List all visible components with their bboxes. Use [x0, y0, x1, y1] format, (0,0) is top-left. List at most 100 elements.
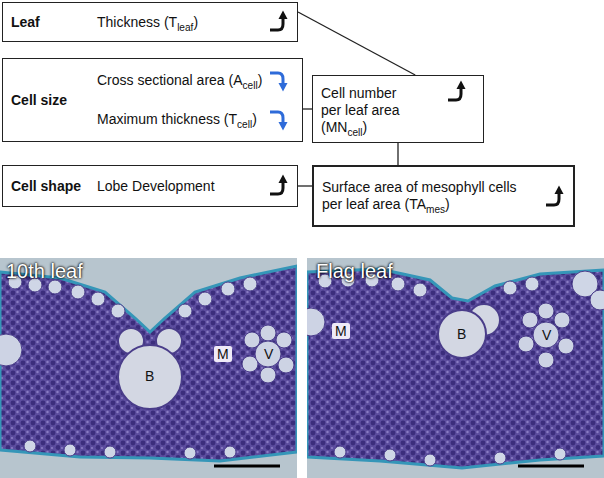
epidermal-cell	[178, 304, 192, 318]
box-text: Cross sectional area (Acell)	[97, 72, 262, 89]
scale-bar	[214, 465, 280, 468]
bulliform-cell	[438, 304, 500, 358]
vascular-bundle	[558, 338, 574, 354]
epidermal-cell	[48, 280, 62, 294]
tissue-label: M	[214, 346, 232, 362]
connector-line	[303, 108, 312, 109]
box-text: Thickness (Tleaf)	[97, 14, 198, 31]
decrease-arrowhead	[279, 122, 288, 131]
decrease-arrow	[270, 112, 283, 123]
vascular-bundle	[522, 312, 538, 328]
vascular-bundle	[538, 303, 554, 319]
panel-title: Flag leaf	[316, 260, 393, 282]
epidermal-cell	[221, 282, 235, 296]
vascular-bundle	[554, 312, 570, 328]
decrease-arrow	[270, 73, 283, 84]
factor-box: LeafThickness (Tleaf)	[2, 2, 298, 42]
connector-line	[397, 143, 398, 165]
tissue-label: V	[542, 327, 551, 343]
decrease-arrow	[270, 73, 283, 123]
epidermal-cell	[424, 454, 436, 466]
decrease-arrowhead	[279, 83, 288, 92]
vascular-bundle	[278, 357, 294, 373]
increase-arrowhead	[457, 81, 466, 90]
vascular-bundle	[518, 336, 534, 352]
vascular-bundle	[255, 341, 281, 367]
vascular-bundle	[307, 308, 325, 336]
vascular-bundle	[260, 325, 276, 341]
epidermal-cell	[64, 444, 76, 456]
box-text: Lobe Development	[97, 178, 215, 195]
micrograph-panel	[307, 258, 604, 478]
epidermal-cell	[384, 449, 396, 461]
tissue-label: M	[332, 323, 350, 339]
epidermal-cell	[525, 277, 539, 291]
increase-arrow	[546, 193, 559, 205]
box-heading: Cell shape	[11, 178, 97, 195]
micrograph-panel	[0, 258, 297, 478]
epidermal-cell	[413, 283, 427, 297]
epidermal-cell	[318, 271, 604, 466]
trend-arrows	[270, 11, 564, 206]
epidermal-cell	[391, 277, 405, 291]
increase-arrowhead	[555, 186, 564, 195]
tissue-label: B	[145, 368, 154, 384]
result-box: Cell number per leaf area (MNcell)	[312, 75, 484, 143]
epidermal-cell	[243, 277, 257, 291]
epidermal-cell	[198, 292, 212, 306]
box-heading: Cell size	[11, 92, 97, 109]
bulliform-cell	[438, 310, 486, 358]
box-body: Lobe Development	[97, 178, 215, 195]
vascular-bundle	[538, 352, 554, 368]
epidermal-cell	[494, 452, 506, 464]
epidermal-cell	[24, 440, 36, 452]
epidermal-cell	[224, 446, 236, 458]
vascular-bundle	[260, 367, 276, 383]
box-heading: Leaf	[11, 14, 97, 31]
scale-bar	[518, 465, 584, 468]
micrograph-panel	[307, 269, 604, 468]
epidermal-cell	[554, 448, 566, 460]
epidermal-cell	[503, 281, 517, 295]
box-text: Maximum thickness (Tcell)	[97, 111, 262, 128]
increase-arrow	[270, 18, 283, 30]
vascular-bundle	[533, 322, 559, 348]
micrograph-panel	[0, 266, 297, 461]
vascular-bundle	[0, 334, 22, 366]
factor-box: Cell shapeLobe Development	[2, 165, 298, 207]
tissue-label: V	[264, 346, 273, 362]
vascular-bundle	[307, 303, 574, 368]
panel-title: 10th leaf	[6, 260, 83, 282]
box-body: Cross sectional area (Acell) Maximum thic…	[97, 72, 262, 128]
outcome-box: Surface area of mesophyll cells per leaf…	[312, 165, 575, 227]
epidermal-cell	[8, 275, 257, 459]
micrograph-panel	[0, 258, 297, 478]
epidermal-cell	[104, 446, 116, 458]
box-body: Thickness (Tleaf)	[97, 14, 198, 31]
increase-arrow	[448, 88, 461, 100]
box-text: Cell number per leaf area (MNcell)	[321, 85, 473, 136]
decrease-arrowhead	[279, 83, 288, 131]
box-text: Surface area of mesophyll cells per leaf…	[322, 179, 529, 213]
epidermal-cell	[590, 290, 604, 310]
arrow-space	[411, 85, 473, 103]
epidermal-cell	[71, 285, 85, 299]
micrograph-panel	[307, 258, 604, 478]
connector-line	[298, 12, 415, 75]
increase-arrowhead	[279, 175, 288, 184]
epidermal-cell	[184, 447, 196, 459]
tissue-label: B	[457, 326, 466, 342]
increase-arrowhead	[279, 11, 288, 20]
epidermal-cell	[91, 292, 105, 306]
factor-box: Cell sizeCross sectional area (Acell) Max…	[2, 58, 303, 142]
box-body: Surface area of mesophyll cells per leaf…	[322, 179, 529, 213]
bulliform-cell	[118, 345, 182, 409]
epidermal-cell	[334, 446, 346, 458]
connector-line	[298, 185, 312, 186]
epidermal-cell	[111, 304, 125, 318]
bulliform-cell	[118, 328, 182, 409]
increase-arrow	[270, 182, 283, 194]
